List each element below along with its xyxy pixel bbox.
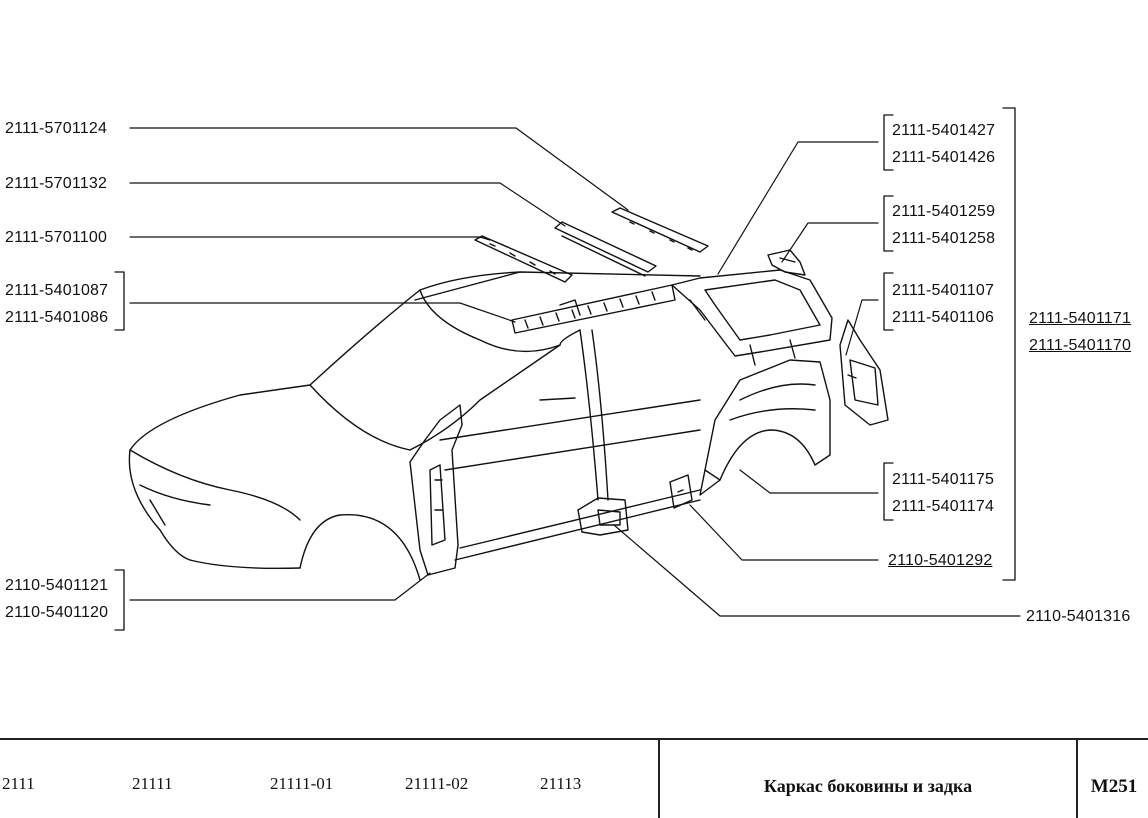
part-label-2111-5401170: 2111-5401170 [1029,337,1132,354]
rear-pillar-piece [839,319,889,426]
part-label-2110-5401316: 2110-5401316 [1026,608,1131,625]
part-label-2111-5401087: 2111-5401087 [5,282,109,299]
sheet-number: M251 [1090,776,1138,797]
sill-bracket [577,497,629,536]
footer-divider [1076,740,1078,818]
rear-quarter-panel [671,269,833,366]
part-label-2110-5401292: 2110-5401292 [888,552,993,569]
roof-side-member [511,284,676,334]
car-body-diagram [114,107,1021,631]
footer-divider [658,740,660,818]
roof-rail-rear [611,207,709,253]
part-label-2111-5701100: 2111-5701100 [5,229,108,246]
title-block: 2111 21111 21111-01 21111-02 21113 Карка… [0,738,1148,818]
model-code-2111: 2111 [2,774,35,793]
label-brackets [114,107,1016,631]
part-label-2110-5401120: 2110-5401120 [5,604,109,621]
part-label-2111-5401086: 2111-5401086 [5,309,109,326]
part-label-2111-5401174: 2111-5401174 [892,498,995,515]
roof-rail-middle [554,221,657,277]
part-label-2111-5401427: 2111-5401427 [892,122,996,139]
model-code-21111-02: 21111-02 [405,774,469,793]
part-label-2111-5701132: 2111-5701132 [5,175,108,192]
drawing-title: Каркас боковины и задка [763,776,973,796]
part-label-2111-5401171: 2111-5401171 [1029,310,1132,327]
a-pillar [409,404,463,576]
model-code-21113: 21113 [540,774,582,793]
part-label-2110-5401121: 2110-5401121 [5,577,109,594]
wheel-arch [699,359,831,496]
car-outline [128,271,701,581]
sill-plate [669,474,693,509]
part-label-2111-5701124: 2111-5701124 [5,120,108,137]
part-label-2111-5401426: 2111-5401426 [892,149,996,166]
part-label-2111-5401106: 2111-5401106 [892,309,995,326]
part-label-2111-5401175: 2111-5401175 [892,471,995,488]
part-label-2111-5401107: 2111-5401107 [892,282,995,299]
part-label-2111-5401259: 2111-5401259 [892,203,996,220]
model-code-21111-01: 21111-01 [270,774,334,793]
part-label-2111-5401258: 2111-5401258 [892,230,996,247]
leader-lines [129,127,1021,617]
model-code-21111: 21111 [132,774,173,793]
